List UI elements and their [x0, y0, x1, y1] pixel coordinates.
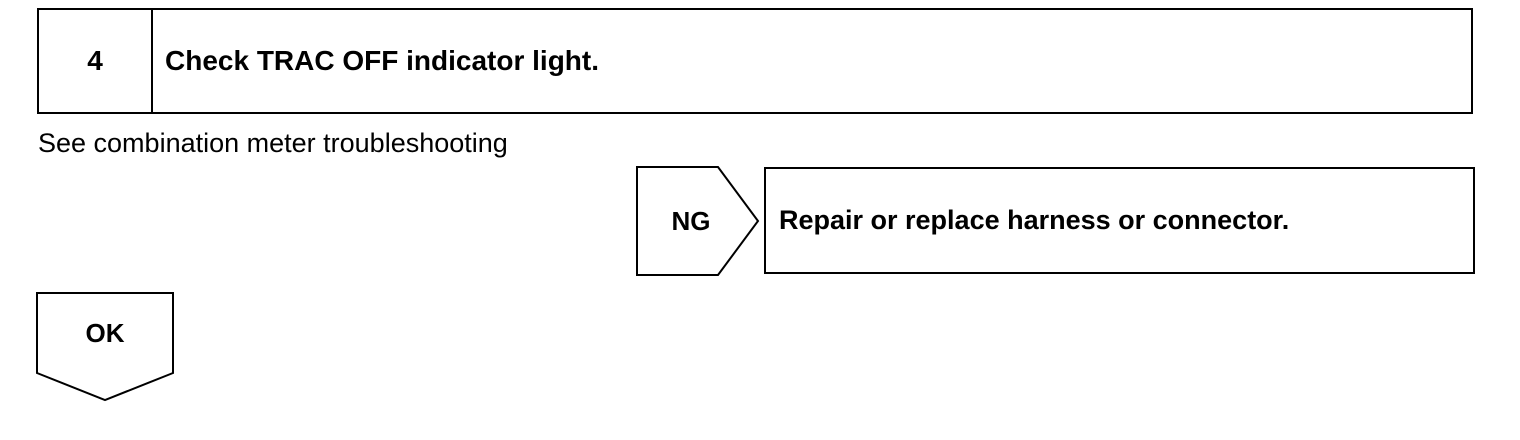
- step-number: 4: [39, 10, 153, 112]
- ng-action-box: Repair or replace harness or connector.: [764, 167, 1475, 274]
- ng-arrow-shape: [636, 166, 760, 276]
- ok-label: OK: [85, 317, 125, 348]
- step-box: 4 Check TRAC OFF indicator light.: [37, 8, 1473, 114]
- step-title: Check TRAC OFF indicator light.: [165, 45, 600, 76]
- instruction-text: See combination meter troubleshooting: [38, 128, 508, 158]
- ok-arrow-shape: [36, 292, 174, 402]
- ng-label: NG: [671, 205, 711, 236]
